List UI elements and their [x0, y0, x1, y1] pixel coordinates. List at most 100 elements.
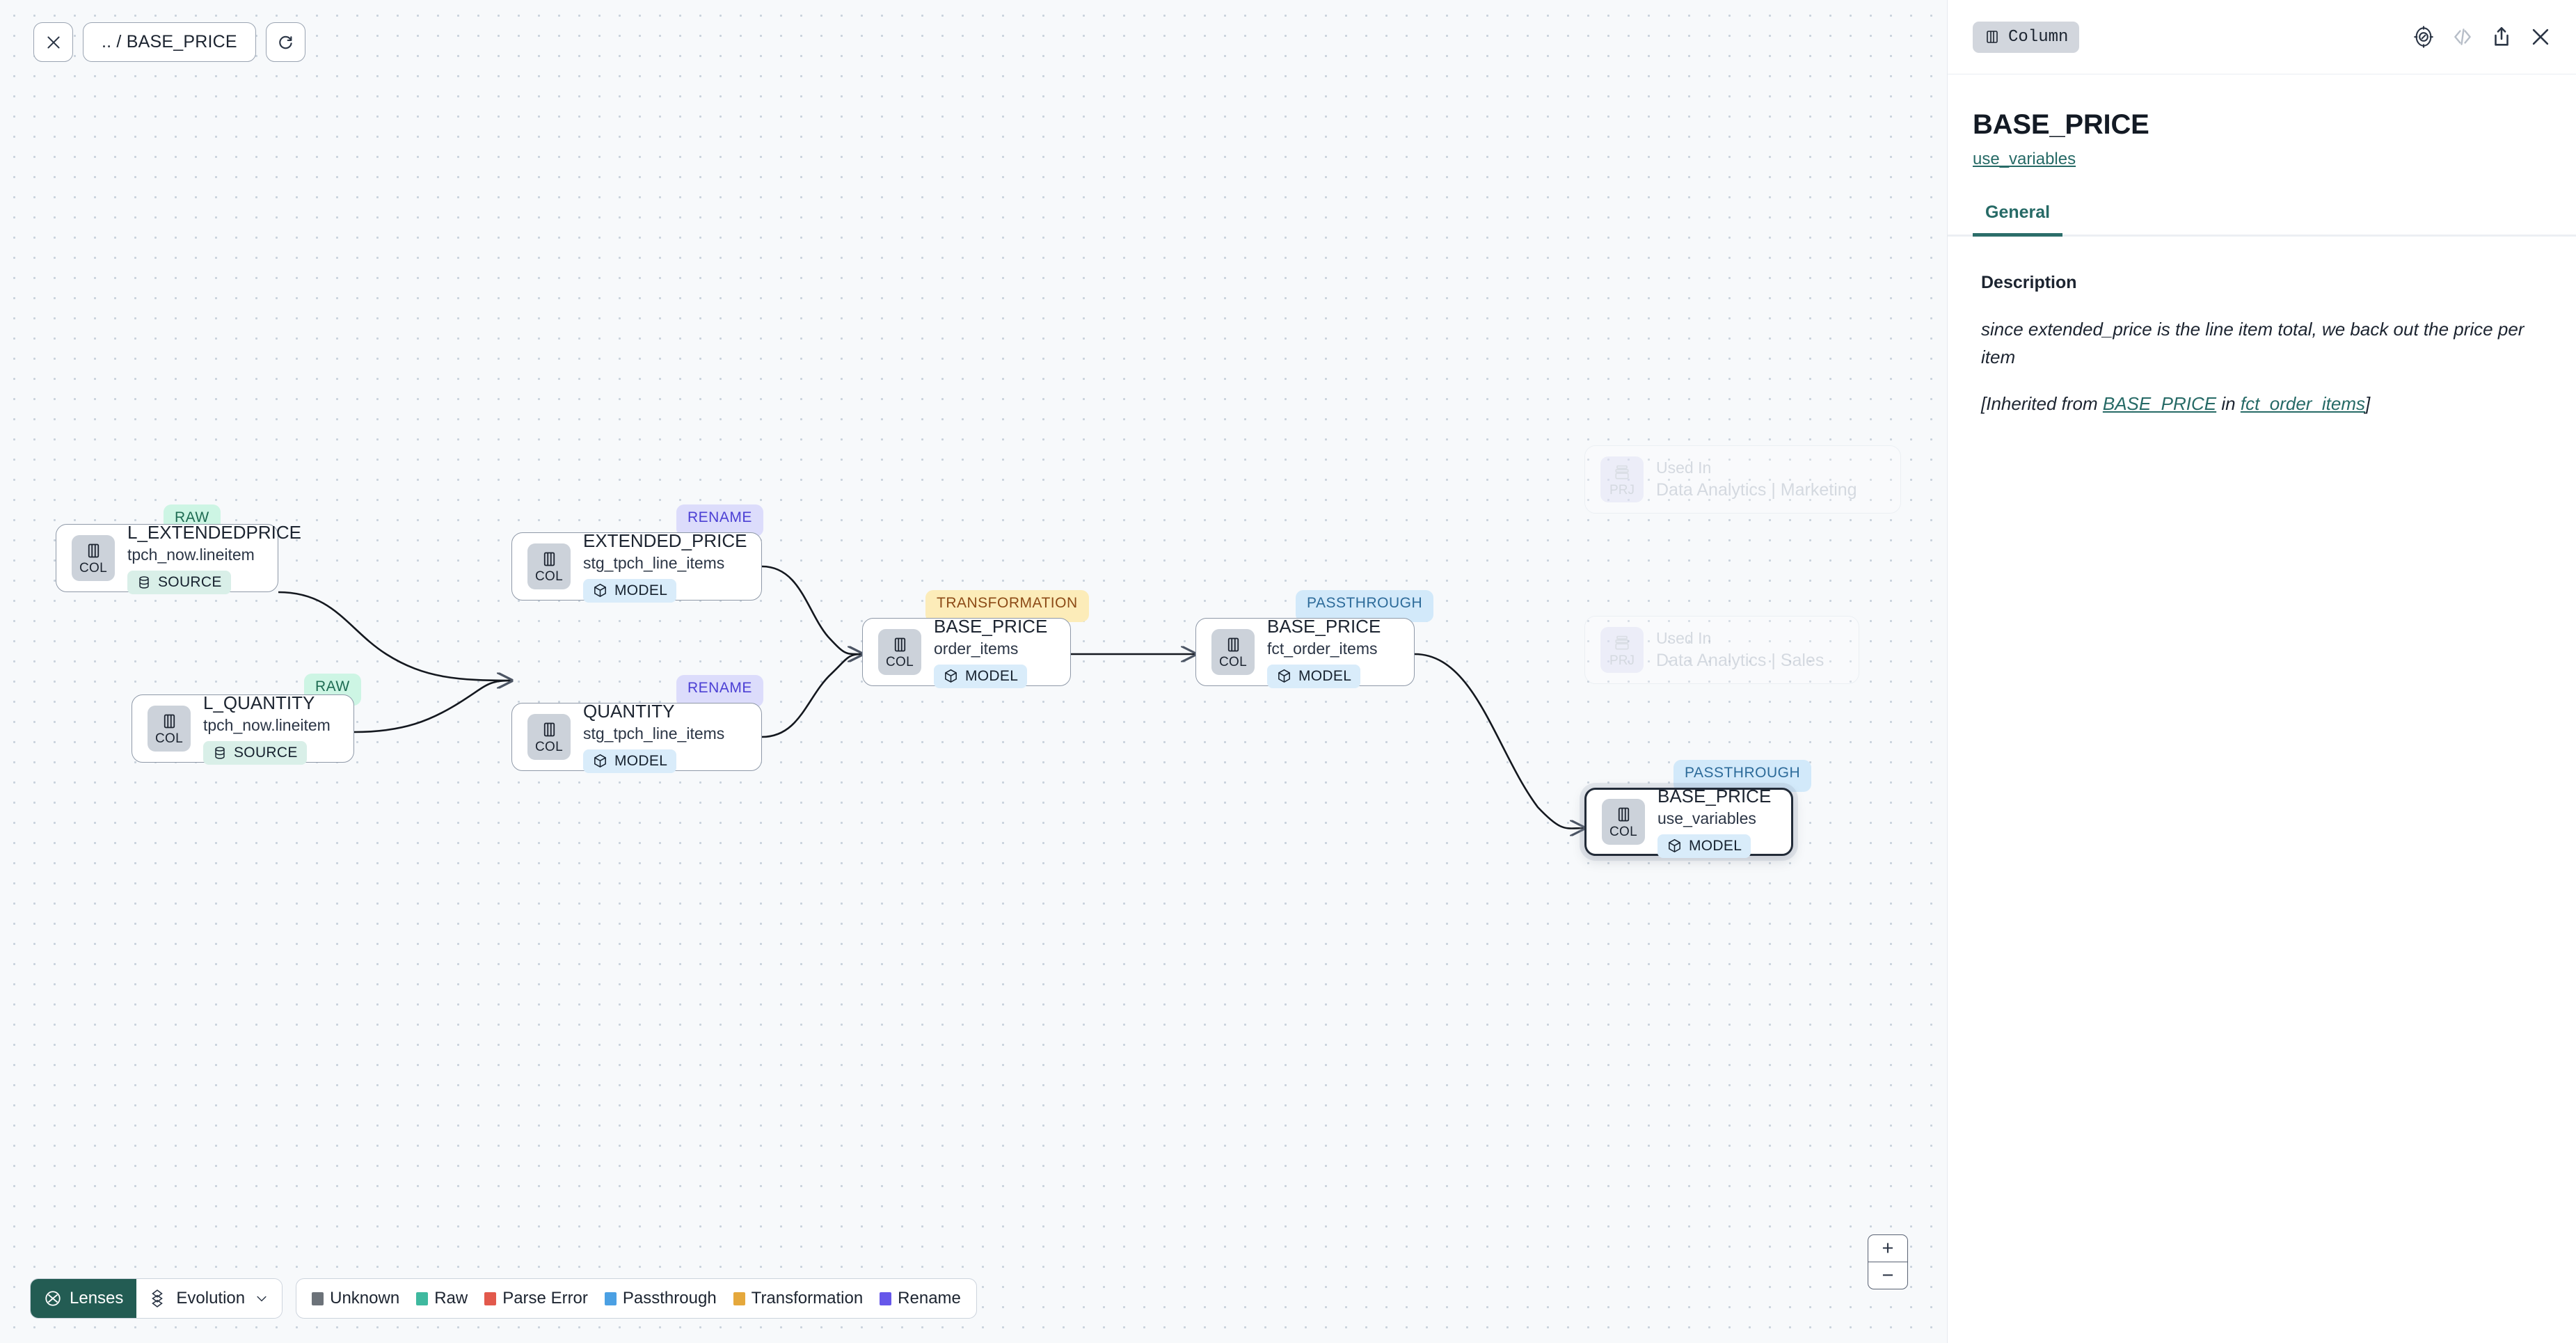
- legend-swatch: [733, 1292, 745, 1305]
- cube-icon: [943, 668, 959, 684]
- lenses-button[interactable]: Lenses: [31, 1279, 136, 1318]
- graph-node[interactable]: COLBASE_PRICEorder_itemsMODEL: [862, 618, 1071, 686]
- legend-item[interactable]: Parse Error: [484, 1289, 588, 1308]
- node-title: QUANTITY: [583, 701, 724, 722]
- graph-node[interactable]: COLBASE_PRICEfct_order_itemsMODEL: [1195, 618, 1415, 686]
- tab-general[interactable]: General: [1973, 202, 2062, 237]
- panel-close-button[interactable]: [2529, 25, 2552, 49]
- panel-tabs: General: [1948, 202, 2576, 237]
- project-type-chip: PRJ: [1600, 456, 1644, 502]
- graph-node[interactable]: COLEXTENDED_PRICEstg_tpch_line_itemsMODE…: [511, 532, 762, 601]
- column-icon: [540, 720, 559, 739]
- zoom-in-button[interactable]: +: [1868, 1235, 1907, 1262]
- legend-label: Rename: [898, 1289, 961, 1308]
- code-button[interactable]: [2451, 25, 2474, 49]
- used-in-node[interactable]: PRJ Used In Data Analytics | Marketing: [1584, 445, 1901, 514]
- node-type-chip: COL: [527, 714, 571, 760]
- legend-item[interactable]: Passthrough: [605, 1289, 717, 1308]
- canvas-toolbar: .. / BASE_PRICE: [33, 22, 305, 62]
- graph-node[interactable]: COLL_QUANTITYtpch_now.lineitemSOURCE: [132, 694, 354, 763]
- lenses-label: Lenses: [70, 1289, 123, 1308]
- node-type-label: COL: [1219, 655, 1247, 669]
- node-kind-label: MODEL: [614, 753, 667, 770]
- close-button[interactable]: [33, 22, 73, 62]
- evolution-dropdown[interactable]: Evolution: [136, 1279, 282, 1318]
- column-icon: [1984, 29, 2001, 45]
- node-kind-label: MODEL: [614, 582, 667, 599]
- inherited-suffix: ]: [2365, 393, 2370, 414]
- inherited-column-link[interactable]: BASE_PRICE: [2103, 393, 2216, 414]
- bottom-toolbar: Lenses Evolution Unknown Raw Parse Error Pa…: [30, 1278, 977, 1319]
- graph-node[interactable]: COL QUANTITYstg_tpch_line_itemsMODEL: [511, 703, 762, 771]
- legend-item[interactable]: Transformation: [733, 1289, 864, 1308]
- lineage-canvas[interactable]: .. / BASE_PRICE PRJ Used In Data Analytics…: [0, 0, 1947, 1343]
- entity-type-pill[interactable]: Column: [1973, 22, 2079, 53]
- database-icon: [136, 575, 152, 590]
- node-type-chip: COL: [72, 535, 115, 581]
- lineage-edge: [278, 592, 511, 681]
- code-icon: [2451, 25, 2474, 49]
- evolution-label: Evolution: [176, 1289, 245, 1308]
- graph-node[interactable]: COLL_EXTENDEDPRICEtpch_now.lineitemSOURC…: [56, 524, 278, 592]
- refresh-button[interactable]: [266, 22, 305, 62]
- project-type-chip: PRJ: [1600, 627, 1644, 673]
- node-subtitle: tpch_now.lineitem: [127, 546, 301, 565]
- graph-node[interactable]: COLBASE_PRICEuse_variablesMODEL: [1584, 788, 1793, 856]
- node-subtitle: tpch_now.lineitem: [203, 716, 331, 736]
- node-kind-label: MODEL: [965, 668, 1018, 685]
- lens-icon: [44, 1289, 62, 1308]
- inherited-note: [Inherited from BASE_PRICE in fct_order_…: [1981, 390, 2543, 418]
- used-in-target: Data Analytics | Sales: [1656, 651, 1824, 671]
- node-kind-chip: MODEL: [1267, 665, 1360, 688]
- node-type-label: COL: [155, 732, 183, 745]
- node-title: EXTENDED_PRICE: [583, 530, 747, 552]
- zoom-controls: + −: [1868, 1234, 1908, 1289]
- node-type-label: COL: [79, 562, 107, 575]
- project-type-label: PRJ: [1609, 654, 1635, 667]
- node-type-label: COL: [886, 655, 914, 669]
- node-kind-label: MODEL: [1689, 838, 1742, 855]
- description-text: since extended_price is the line item to…: [1981, 315, 2543, 372]
- node-kind-chip: SOURCE: [127, 571, 231, 594]
- node-kind-label: SOURCE: [158, 574, 222, 591]
- legend-label: Transformation: [752, 1289, 864, 1308]
- close-icon: [2529, 25, 2552, 49]
- node-type-label: COL: [1609, 825, 1637, 839]
- used-in-label: Used In: [1656, 629, 1824, 647]
- node-type-chip: COL: [1602, 799, 1645, 845]
- inherited-model-link[interactable]: fct_order_items: [2241, 393, 2365, 414]
- legend-item[interactable]: Unknown: [312, 1289, 399, 1308]
- legend-item[interactable]: Rename: [880, 1289, 961, 1308]
- column-icon: [160, 712, 179, 731]
- details-panel: Column: [1947, 0, 2576, 1343]
- cube-icon: [592, 753, 608, 769]
- breadcrumb[interactable]: .. / BASE_PRICE: [83, 22, 256, 62]
- node-title: BASE_PRICE: [1657, 786, 1771, 807]
- parent-model-link[interactable]: use_variables: [1973, 150, 2076, 169]
- node-subtitle: fct_order_items: [1267, 639, 1381, 659]
- legend-swatch: [312, 1292, 324, 1305]
- node-title: L_QUANTITY: [203, 692, 331, 714]
- node-subtitle: stg_tpch_line_items: [583, 554, 747, 573]
- cube-icon: [1276, 668, 1292, 684]
- column-icon: [84, 541, 103, 560]
- zoom-out-button[interactable]: −: [1868, 1262, 1907, 1289]
- panel-header: Column: [1948, 0, 2576, 74]
- legend-label: Parse Error: [502, 1289, 588, 1308]
- node-kind-label: MODEL: [1298, 668, 1351, 685]
- lineage-edge: [354, 681, 511, 732]
- legend-item[interactable]: Raw: [416, 1289, 468, 1308]
- used-in-label: Used In: [1656, 459, 1857, 477]
- used-in-node[interactable]: PRJ Used In Data Analytics | Sales: [1584, 616, 1859, 684]
- project-type-label: PRJ: [1609, 484, 1635, 497]
- evolution-icon: [148, 1289, 166, 1308]
- inherited-prefix: [Inherited from: [1981, 393, 2103, 414]
- lineage-edge: [762, 654, 862, 737]
- share-button[interactable]: [2490, 25, 2513, 49]
- legend-swatch: [484, 1292, 496, 1305]
- node-subtitle: stg_tpch_line_items: [583, 724, 724, 744]
- compass-button[interactable]: [2412, 25, 2435, 49]
- node-kind-chip: MODEL: [583, 749, 676, 773]
- used-in-target: Data Analytics | Marketing: [1656, 480, 1857, 500]
- legend-swatch: [416, 1292, 428, 1305]
